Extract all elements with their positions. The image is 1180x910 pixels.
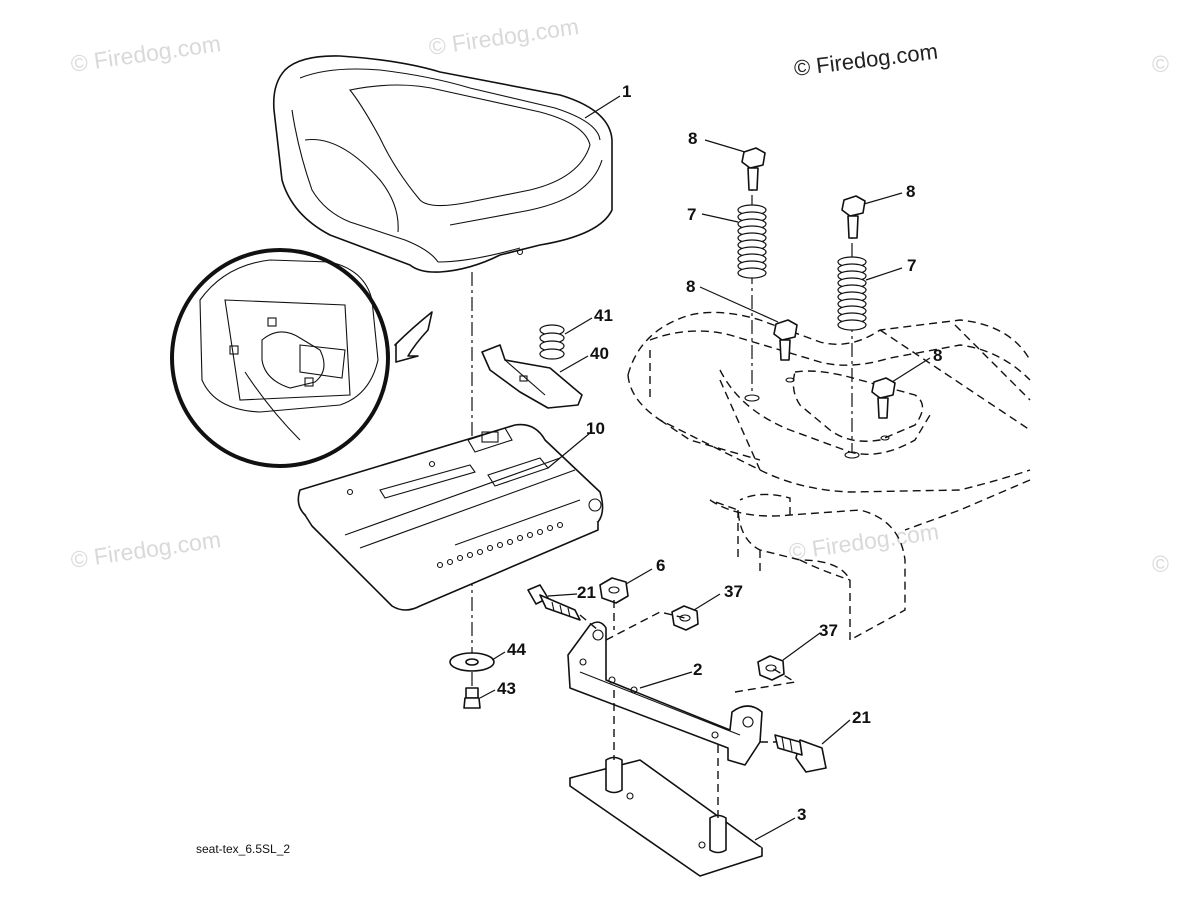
bolt-part-8-lower-left (773, 319, 798, 361)
nut-part-37-lower (757, 655, 785, 681)
nut-part-6 (599, 577, 629, 604)
watermark-corner-mark: © (1152, 51, 1169, 77)
callout-7: 7 (687, 205, 696, 224)
bracket-part-40 (481, 344, 583, 409)
washer-part-44 (449, 652, 495, 672)
callout-37: 37 (724, 582, 743, 601)
callout-6: 6 (656, 556, 665, 575)
watermark-corner-mark: © (1152, 551, 1169, 577)
callout-leader-lines (479, 95, 931, 841)
seat-pan-part-10 (297, 423, 604, 611)
diagram-caption: seat-tex_6.5SL_2 (196, 842, 290, 856)
bolt-part-8-upper-left (741, 147, 766, 191)
callout-44: 44 (507, 640, 526, 659)
callout-labels: 1 8 7 8 8 7 8 41 40 10 21 6 37 37 2 21 3… (497, 82, 942, 824)
callout-3: 3 (797, 805, 806, 824)
callout-37: 37 (819, 621, 838, 640)
seat-pan-slot-row (436, 521, 564, 569)
detail-magnifier (170, 248, 433, 468)
spring-part-7-right (837, 256, 867, 331)
copyright-mark: © Firedog.com (793, 39, 940, 81)
watermark-text: © Firedog.com (427, 13, 580, 60)
spring-part-41 (539, 324, 565, 360)
bolt-part-21-left (527, 584, 581, 621)
callout-8: 8 (688, 129, 697, 148)
base-plate-part-3 (569, 756, 763, 877)
callout-10: 10 (586, 419, 605, 438)
seat-part-1 (272, 55, 613, 273)
assembly-guide-lines (579, 600, 797, 818)
callout-7: 7 (907, 256, 916, 275)
callout-8: 8 (686, 277, 695, 296)
nut-part-37-upper (671, 605, 699, 631)
bolt-part-43 (463, 687, 481, 709)
callout-8: 8 (906, 182, 915, 201)
spring-part-7-left (737, 204, 767, 279)
callout-21: 21 (577, 583, 596, 602)
callout-43: 43 (497, 679, 516, 698)
callout-1: 1 (622, 82, 631, 101)
watermark-text: © Firedog.com (69, 526, 222, 573)
mount-bracket-part-2 (567, 621, 763, 766)
callout-8: 8 (933, 346, 942, 365)
bolt-part-8-lower-right (871, 377, 896, 419)
bolt-part-21-right (774, 734, 827, 773)
callout-21: 21 (852, 708, 871, 727)
watermark-text: © Firedog.com (69, 30, 222, 77)
callout-41: 41 (594, 306, 613, 325)
callout-40: 40 (590, 344, 609, 363)
callout-2: 2 (693, 660, 702, 679)
tractor-frame-outline (627, 311, 1031, 642)
bolt-part-8-upper-right (841, 195, 866, 239)
